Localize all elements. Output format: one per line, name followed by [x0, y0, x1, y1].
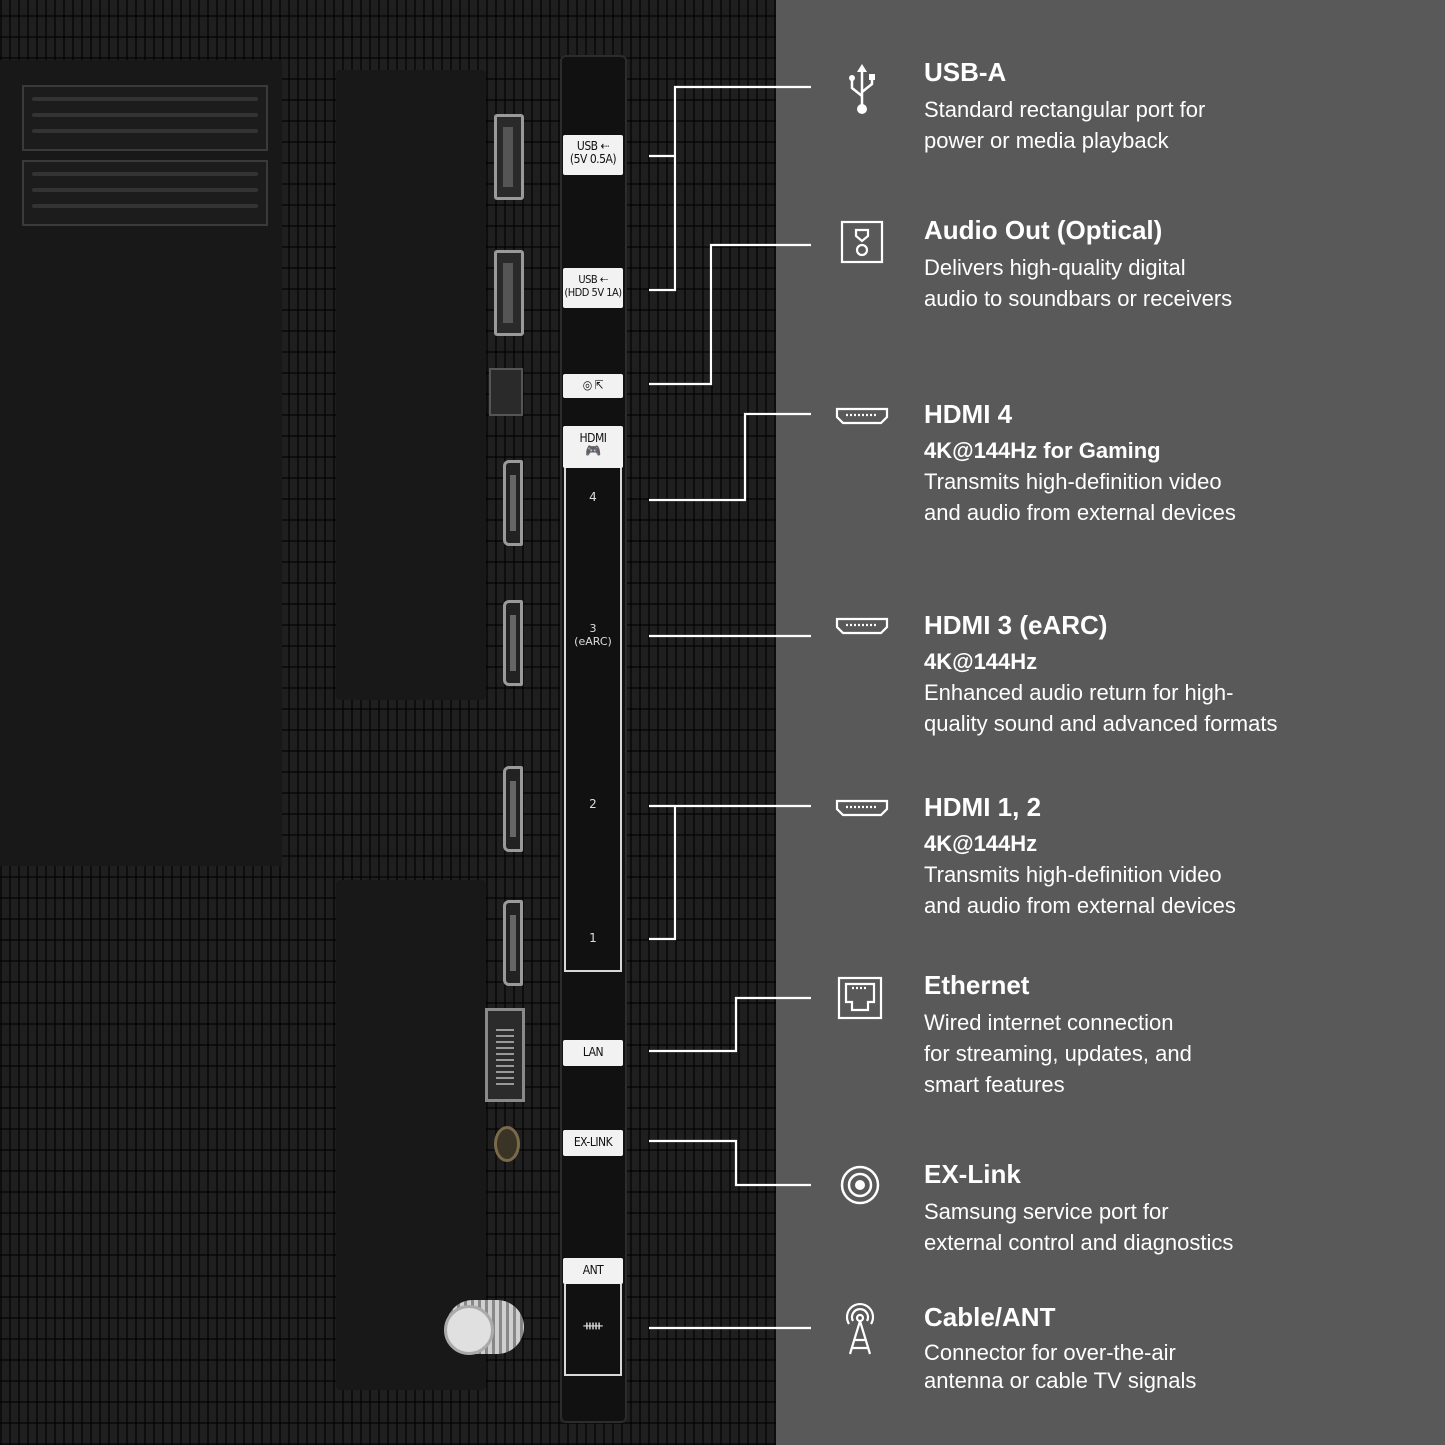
feature-description: Standard rectangular port for power or m…	[924, 97, 1206, 153]
rail-label-hdmi-1: 1	[589, 931, 597, 945]
hdmi-port-2	[503, 766, 523, 852]
ant-label-frame	[564, 1284, 622, 1376]
lan-port	[485, 1008, 525, 1102]
ethernet-icon	[832, 970, 888, 1026]
rail-label-optical: ◎ ⇱	[563, 374, 623, 398]
rail-label-ant: ANT	[563, 1258, 623, 1284]
feature-description: Transmits high-definition video and audi…	[924, 469, 1236, 525]
rail-label-hdmi-3: 3 (eARC)	[574, 622, 612, 648]
rail-label-hdmi-2: 2	[589, 797, 597, 811]
feature-description: Enhanced audio return for high- quality …	[924, 680, 1278, 736]
usb-icon	[834, 60, 890, 116]
rail-label-usb-1: USB ⇠ (5V 0.5A)	[563, 135, 623, 175]
antenna-port	[444, 1300, 524, 1355]
rail-label-hdmi-text: HDMI	[579, 431, 607, 445]
feature-title: Ethernet	[924, 970, 1030, 1000]
feature-title: HDMI 1, 2	[924, 792, 1042, 822]
antenna-icon	[832, 1302, 888, 1358]
hdmi-port-4	[503, 460, 523, 546]
ex-link-icon	[832, 1157, 888, 1213]
hdmi-icon	[834, 780, 890, 836]
feature-title: Audio Out (Optical)	[924, 215, 1163, 245]
regulatory-sticker	[22, 85, 268, 151]
tv-side-cover	[336, 70, 486, 700]
rail-label-hdmi: HDMI 🎮	[563, 426, 623, 468]
feature-cable-ant: Cable/ANT Connector for over-the-air ant…	[924, 1302, 1424, 1395]
feature-description: Delivers high-quality digital audio to s…	[924, 255, 1233, 311]
feature-description: Wired internet connection for streaming,…	[924, 1010, 1192, 1097]
feature-usb-a: USB-A Standard rectangular port for powe…	[924, 57, 1424, 156]
feature-hdmi-4: HDMI 4 4K@144Hz for Gaming Transmits hig…	[924, 399, 1424, 528]
gamepad-icon: 🎮	[585, 444, 601, 459]
hdmi-port-1	[503, 900, 523, 986]
feature-title: HDMI 3 (eARC)	[924, 610, 1108, 640]
hdmi-icon	[834, 598, 890, 654]
rail-label-ant-symbol: ᚔ	[583, 1318, 603, 1334]
regulatory-sticker	[22, 160, 268, 226]
optical-audio-icon	[834, 214, 890, 270]
hdmi-port-3	[503, 600, 523, 686]
port-info-panel	[776, 0, 1445, 1445]
rail-label-hdmi-4: 4	[589, 490, 597, 504]
feature-description: Connector for over-the-air antenna or ca…	[924, 1340, 1197, 1393]
feature-title: USB-A	[924, 57, 1007, 87]
feature-ex-link: EX-Link Samsung service port for externa…	[924, 1159, 1424, 1258]
tv-back-photo	[0, 0, 776, 1445]
feature-subtitle: 4K@144Hz	[924, 649, 1038, 674]
feature-hdmi-1-2: HDMI 1, 2 4K@144Hz Transmits high-defini…	[924, 792, 1424, 921]
feature-title: EX-Link	[924, 1159, 1021, 1189]
ex-link-port	[494, 1126, 520, 1162]
hdmi-label-frame	[564, 466, 622, 972]
feature-hdmi-3: HDMI 3 (eARC) 4K@144Hz Enhanced audio re…	[924, 610, 1424, 739]
feature-description: Transmits high-definition video and audi…	[924, 862, 1236, 918]
optical-port	[489, 368, 523, 416]
usb-port-2	[494, 250, 524, 336]
feature-subtitle: 4K@144Hz for Gaming	[924, 438, 1161, 463]
usb-port-1	[494, 114, 524, 200]
hdmi-icon	[834, 388, 890, 444]
feature-description: Samsung service port for external contro…	[924, 1199, 1234, 1255]
feature-ethernet: Ethernet Wired internet connection for s…	[924, 970, 1424, 1100]
feature-audio-out: Audio Out (Optical) Delivers high-qualit…	[924, 215, 1424, 314]
feature-title: Cable/ANT	[924, 1302, 1056, 1332]
feature-subtitle: 4K@144Hz	[924, 831, 1038, 856]
rail-label-lan: LAN	[563, 1040, 623, 1066]
rail-label-ex-link: EX-LINK	[563, 1130, 623, 1156]
feature-title: HDMI 4	[924, 399, 1013, 429]
rail-label-usb-2: USB ⇠ (HDD 5V 1A)	[563, 268, 623, 308]
